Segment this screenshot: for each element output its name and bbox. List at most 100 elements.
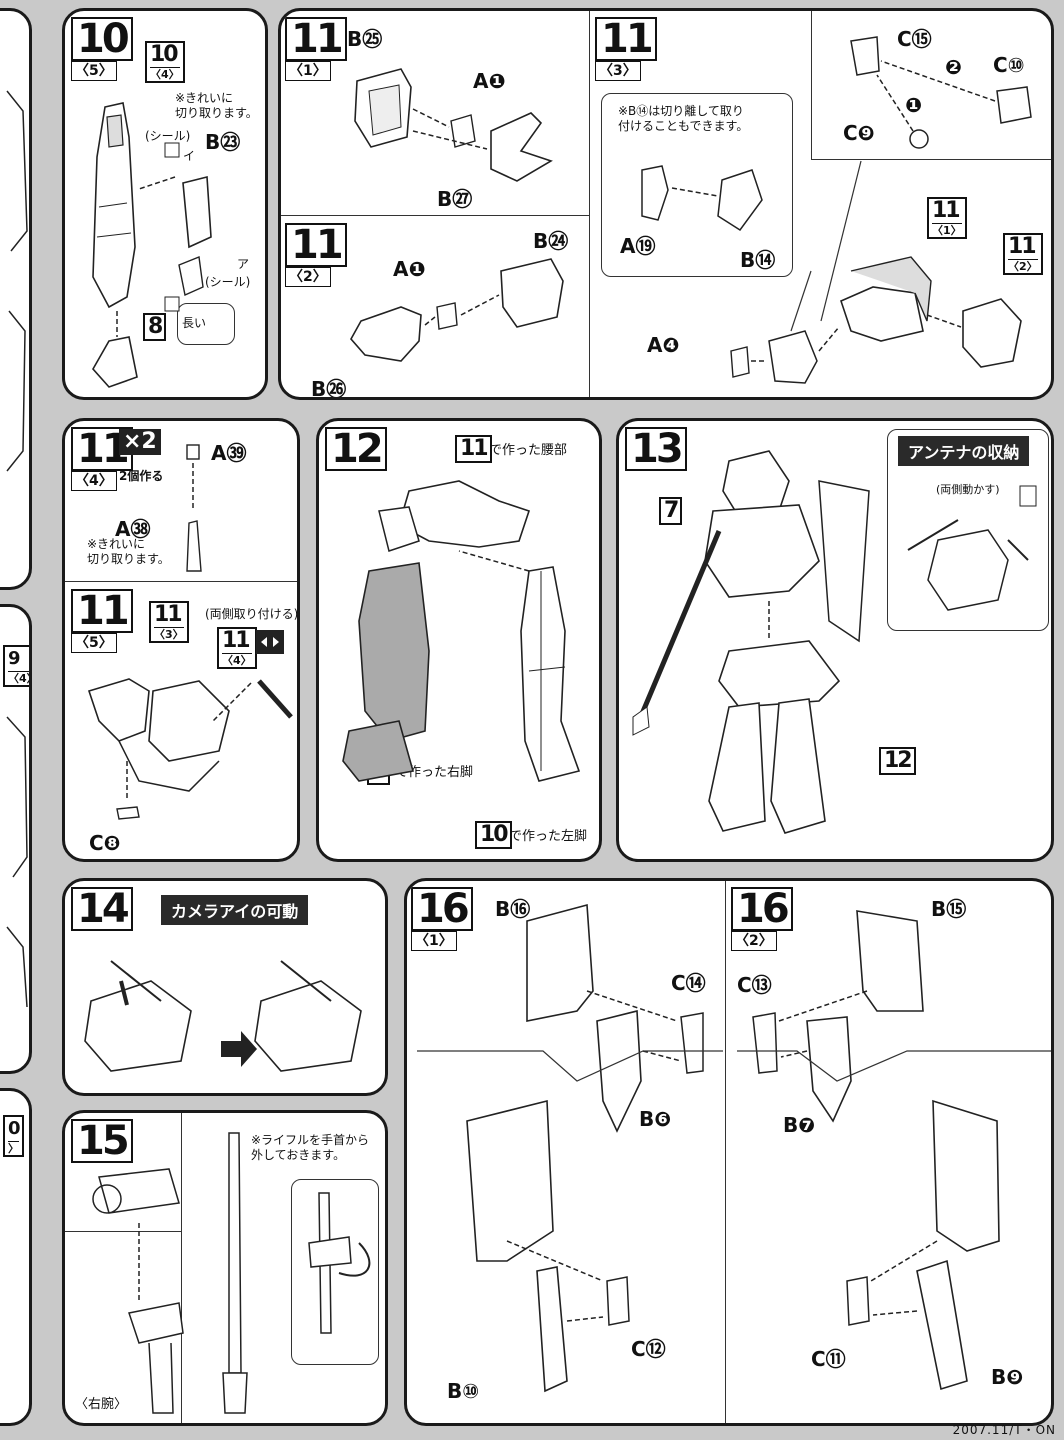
step-13-panel: 13 7 12 アンテナの収納 (両側動かす) [616, 418, 1054, 862]
camera-eye-drawing [71, 941, 385, 1091]
part-c15: C⑮ [897, 27, 932, 51]
divider-11-4-5 [65, 581, 297, 582]
legs-assembly-drawing [329, 471, 599, 811]
step-12-panel: 12 11 で作った腰部 9 で作った右脚 10 で作った左脚 [316, 418, 602, 862]
substep-16-2: 〈2〉 [731, 931, 777, 951]
part-c11: C⑪ [811, 1347, 846, 1371]
divider-corner-v [811, 11, 812, 159]
waist-part-drawing-1 [341, 51, 571, 201]
ref-step-box: 10〈4〉 [145, 41, 185, 83]
part-b25: B㉕ [347, 27, 383, 51]
substep-16-1: 〈1〉 [411, 931, 457, 951]
part-c13: C⑬ [737, 973, 772, 997]
rifle-drawing [79, 1132, 379, 1423]
head-antenna-drawing [898, 485, 1038, 620]
make-two-label: 2個作る [119, 469, 164, 483]
step-number: 10 [71, 17, 133, 61]
step-12-number: 12 [325, 427, 387, 471]
substep-11-2: 〈2〉 [285, 267, 331, 287]
divider-16 [725, 881, 726, 1423]
part-b9: B❾ [991, 1365, 1024, 1389]
label-waist: で作った腰部 [489, 443, 568, 458]
divider-v-1 [589, 11, 590, 397]
ref-11-4: 11〈4〉 [217, 627, 257, 669]
part-a1-2: A❶ [393, 257, 426, 281]
step-16-2-number: 16 [731, 887, 793, 931]
substep-11-5: 〈5〉 [71, 633, 117, 653]
divider-15 [181, 1113, 182, 1423]
label-left-leg: で作った左脚 [509, 829, 588, 844]
prev-drawing-top [3, 71, 29, 531]
order-1: ❶ [905, 93, 922, 117]
b14-note: ※B⑭は切り離して取り 付けることもできます。 [618, 104, 749, 133]
seal-mark: イ [183, 149, 196, 163]
prev-panel-middle: 9〈4〉 [0, 604, 32, 1074]
part-b10: B⑩ [447, 1379, 480, 1403]
footer-code: 2007.11/T・ON [952, 1423, 1056, 1437]
part-b15: B⑮ [931, 897, 967, 921]
step-11-1-number: 11 [285, 17, 347, 61]
step-16-1-number: 16 [411, 887, 473, 931]
note-move-both: (両側動かす) [936, 483, 1000, 496]
part-a19: A⑲ [620, 234, 656, 258]
ref-left-leg: 10 [475, 821, 512, 849]
ref-11-3: 11〈3〉 [149, 601, 189, 643]
ref-11-2: 11〈2〉 [1003, 233, 1043, 275]
both-sides-icon [255, 629, 285, 655]
divider-h-1 [281, 215, 589, 216]
step-15-panel: 15 ※ライフルを手首から 外しておきます。 〈右腕〉 [62, 1110, 388, 1426]
skirt-armor-drawing-1 [417, 901, 723, 1421]
prev-ref-box: 9〈4〉 [3, 645, 29, 687]
camera-eye-banner: カメラアイの可動 [161, 895, 309, 925]
step-11-4-5-panel: 11 〈4〉 ×2 2個作る A㊴ A㊳ ※きれいに 切り取ります。 11 〈5… [62, 418, 300, 862]
prev-ref-box-2: 0〉 [3, 1115, 24, 1157]
long-label: 長い [182, 316, 207, 330]
full-body-drawing [619, 441, 919, 859]
ref-step-8: 8 [143, 313, 167, 341]
seal-mark-2: ア [237, 257, 250, 271]
label-right-arm: 〈右腕〉 [75, 1397, 128, 1412]
part-a4: A❹ [647, 333, 680, 357]
waist-assembly-drawing [701, 31, 1051, 397]
substep-11-3: 〈3〉 [595, 61, 641, 81]
note-clean-cut-2: ※きれいに 切り取ります。 [87, 537, 170, 566]
skirt-armor-drawing-2 [737, 901, 1051, 1421]
part-b14: B⑭ [740, 248, 776, 272]
multiplier-badge: ×2 [119, 429, 161, 455]
prev-panel-bottom: 0〉 [0, 1088, 32, 1426]
part-c10: C⑩ [993, 53, 1025, 77]
note-both-sides: (両側取り付ける) [205, 607, 299, 621]
note-remove-rifle: ※ライフルを手首から 外しておきます。 [251, 1133, 370, 1162]
step-14-panel: 14 カメラアイの可動 [62, 878, 388, 1096]
substep-label: 〈5〉 [71, 61, 117, 81]
step-16-panel: 16 〈1〉 B⑯ C⑭ B❻ C⑫ B⑩ 16 〈2〉 B⑮ C⑬ B❼ C⑪… [404, 878, 1054, 1426]
leg-part-drawing [79, 97, 259, 397]
part-c8: C❽ [89, 831, 121, 855]
ref-7: 7 [659, 497, 683, 525]
order-2: ❷ [945, 55, 962, 79]
step-13-number: 13 [625, 427, 687, 471]
waist-armor-drawing [79, 661, 297, 831]
divider-corner-h [811, 159, 1051, 160]
part-b7: B❼ [783, 1113, 816, 1137]
b14-note-box: ※B⑭は切り離して取り 付けることもできます。 A⑲ B⑭ [601, 93, 793, 277]
prev-drawing-middle [3, 707, 29, 1037]
step-10-panel: 10 〈5〉 10〈4〉 ※きれいに 切り取ります。 (シール) イ B㉓ ア … [62, 8, 268, 400]
b14-drawing [632, 160, 772, 240]
length-hint-box: 長い [177, 303, 235, 345]
ref-11-1: 11〈1〉 [927, 197, 967, 239]
part-b24: B㉔ [533, 229, 569, 253]
seal-label: (シール) [145, 129, 191, 143]
waist-part-drawing-2 [341, 251, 581, 381]
note-clean-cut: ※きれいに 切り取ります。 [175, 91, 258, 120]
seal-label-2: (シール) [205, 275, 251, 289]
part-c12: C⑫ [631, 1337, 666, 1361]
step-11-top-panel: 11 〈1〉 B㉕ A❶ B㉗ 11 〈2〉 A❶ B㉔ B㉖ 11 〈3〉 ※… [278, 8, 1054, 400]
step-11-2-number: 11 [285, 223, 347, 267]
antenna-part-drawing [177, 441, 217, 572]
step-11-5-number: 11 [71, 589, 133, 633]
divider-15-h [65, 1231, 181, 1232]
part-b6: B❻ [639, 1107, 672, 1131]
step-11-3-number: 11 [595, 17, 657, 61]
part-b26: B㉖ [311, 377, 347, 400]
